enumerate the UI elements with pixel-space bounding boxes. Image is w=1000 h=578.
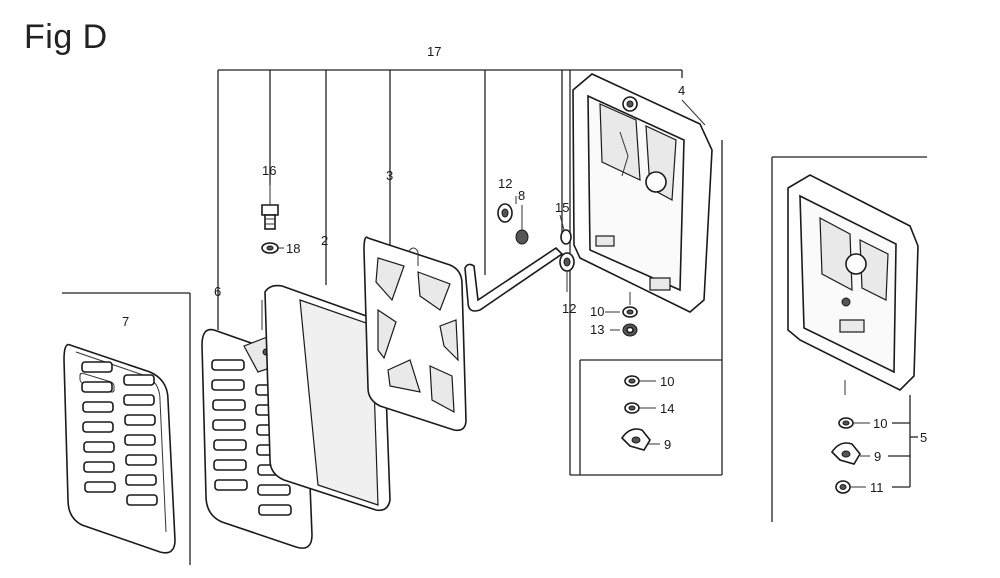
nut-part-13 xyxy=(622,323,638,337)
housing-part-5 xyxy=(787,174,919,395)
grille-cover-part-7 xyxy=(63,343,176,554)
callout-3: 3 xyxy=(386,168,393,183)
grommet-part-12-upper xyxy=(497,203,513,223)
callout-18: 18 xyxy=(286,241,300,256)
wing-nut-part-9-b xyxy=(830,442,870,465)
callout-6: 6 xyxy=(214,284,221,299)
figure-title: Fig D xyxy=(24,18,108,56)
filter-element-part-2 xyxy=(261,284,391,512)
washer-part-14 xyxy=(624,402,656,414)
washer-part-18 xyxy=(261,242,284,254)
callout-12-upper: 12 xyxy=(498,176,512,191)
callout-10-a: 10 xyxy=(590,304,604,319)
assembly-bracket-17 xyxy=(217,69,683,330)
callout-7: 7 xyxy=(122,314,129,329)
assembly-bracket-5 xyxy=(888,395,918,488)
housing-part-4 xyxy=(572,73,713,313)
washer-part-10-a xyxy=(622,306,638,318)
callout-10-c: 10 xyxy=(873,416,887,431)
callout-4: 4 xyxy=(678,83,685,98)
callout-12-lower: 12 xyxy=(562,301,576,316)
callout-15: 15 xyxy=(555,200,569,215)
nut-part-8 xyxy=(515,229,529,245)
callout-5: 5 xyxy=(920,430,927,445)
washer-part-10-b xyxy=(624,375,656,387)
callout-16: 16 xyxy=(262,163,276,178)
grommet-part-12-lower xyxy=(559,252,575,292)
callout-2: 2 xyxy=(321,233,328,248)
inner-grille-slots-left xyxy=(211,359,248,491)
callout-14: 14 xyxy=(660,401,674,416)
bolt-part-16 xyxy=(261,180,279,230)
grille-slots-left xyxy=(81,361,116,493)
callout-8: 8 xyxy=(518,188,525,203)
callout-10-b: 10 xyxy=(660,374,674,389)
callout-17: 17 xyxy=(427,44,441,59)
wing-nut-part-9-a xyxy=(620,428,660,451)
gasket-part-3 xyxy=(363,236,467,432)
breather-tube xyxy=(464,246,564,312)
grille-slots-right xyxy=(123,374,158,506)
leader-lines xyxy=(515,99,856,424)
seal-part-15 xyxy=(560,229,572,245)
callout-11: 11 xyxy=(870,480,884,495)
callout-labels: 17 4 16 18 2 3 12 8 15 12 6 7 10 13 10 1… xyxy=(122,44,927,495)
frame-lines xyxy=(62,70,927,565)
nut-part-11 xyxy=(835,480,866,494)
callout-13: 13 xyxy=(590,322,604,337)
callout-9-a: 9 xyxy=(664,437,671,452)
callout-9-b: 9 xyxy=(874,449,881,464)
